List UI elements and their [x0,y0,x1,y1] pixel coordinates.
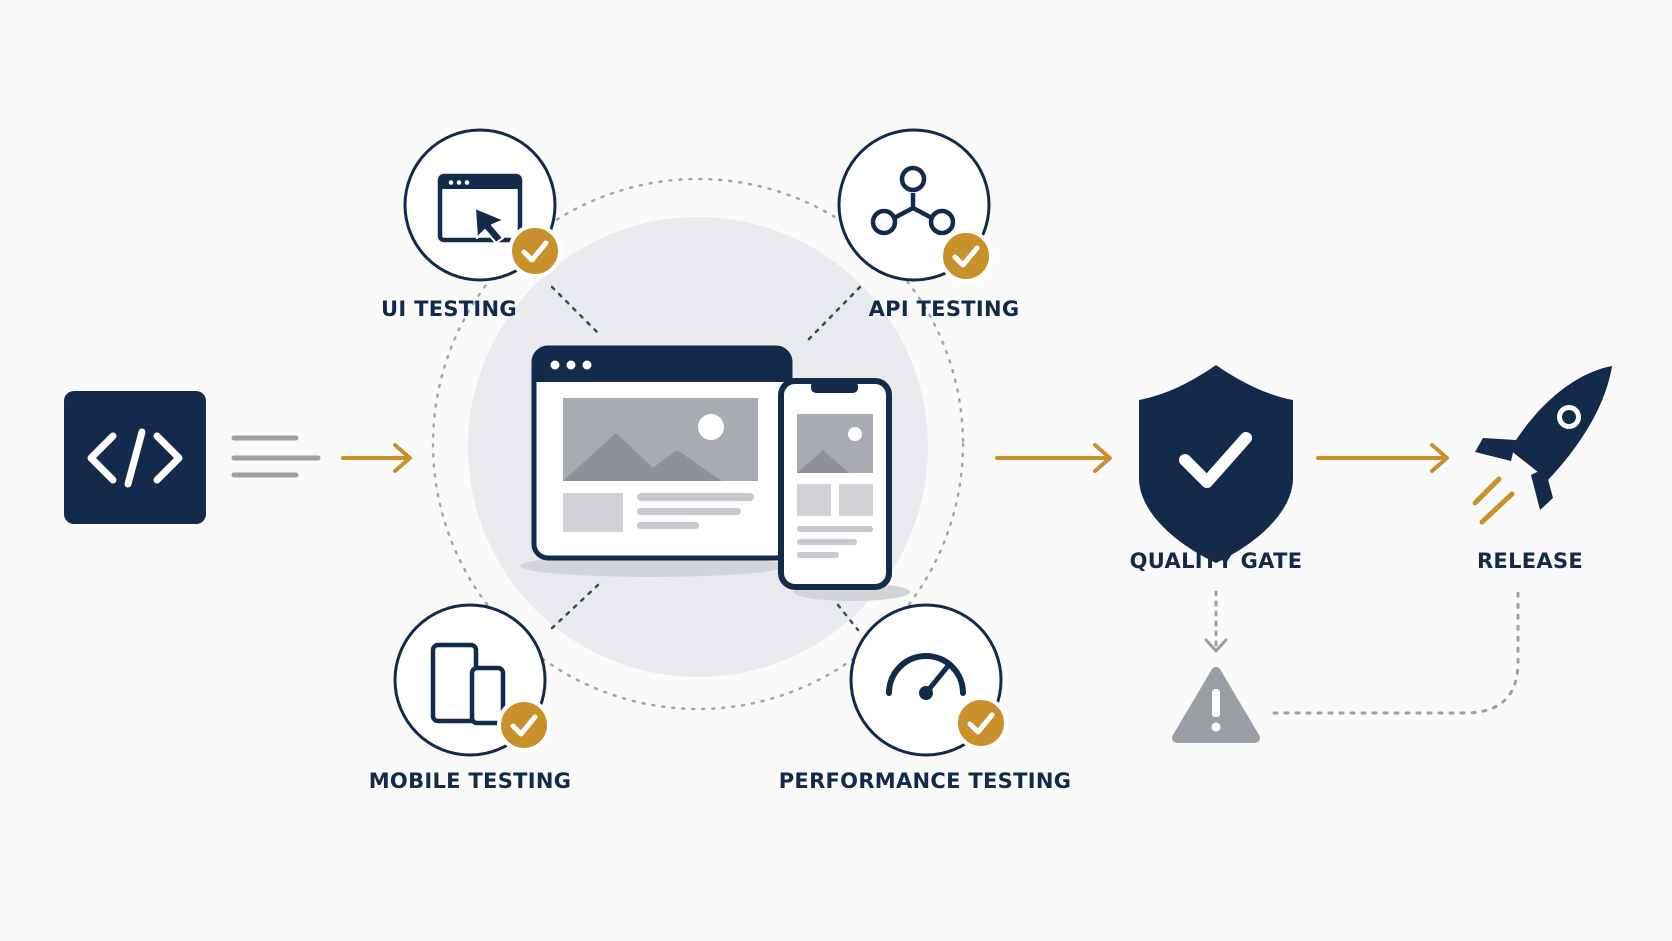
api-nodes-icon [870,165,956,236]
failure-node [1172,667,1260,743]
arrow-app-to-quality-gate [995,443,1112,473]
orbit-ring [431,177,965,711]
arrow-quality-gate-to-failure [1204,590,1228,653]
browser-cursor-icon [437,173,523,244]
api-testing-label: API TESTING [869,297,1020,321]
performance-testing-node: PERFORMANCE TESTING [779,603,1072,793]
mobile-testing-label: MOBILE TESTING [369,769,572,793]
release-label: RELEASE [1477,549,1583,573]
app-under-test-node [520,345,910,601]
check-badge-icon [508,224,562,278]
release-node: RELEASE [1472,366,1612,573]
dotted-failure-to-release [1272,588,1520,715]
check-badge-icon [939,229,993,283]
quality-gate-label: QUALITY GATE [1130,549,1303,573]
check-badge-icon [497,698,551,752]
code-lines-icon [231,435,321,478]
check-badge-icon [954,696,1008,750]
speedometer-icon [886,653,966,700]
api-testing-node: API TESTING [837,128,1020,321]
hub-spokes [548,285,862,632]
quality-gate-node: QUALITY GATE [1130,365,1303,573]
source-code-node [64,391,206,524]
ui-testing-node: UI TESTING [381,128,562,321]
mobile-testing-node: MOBILE TESTING [369,603,572,793]
arrow-quality-gate-to-release [1316,443,1449,473]
rocket-icon [1472,366,1612,525]
ui-testing-label: UI TESTING [381,297,517,321]
browser-and-phone-icon [520,345,910,601]
performance-testing-label: PERFORMANCE TESTING [779,769,1072,793]
arrow-code-to-app [341,443,412,473]
mobile-devices-icon [430,642,506,726]
